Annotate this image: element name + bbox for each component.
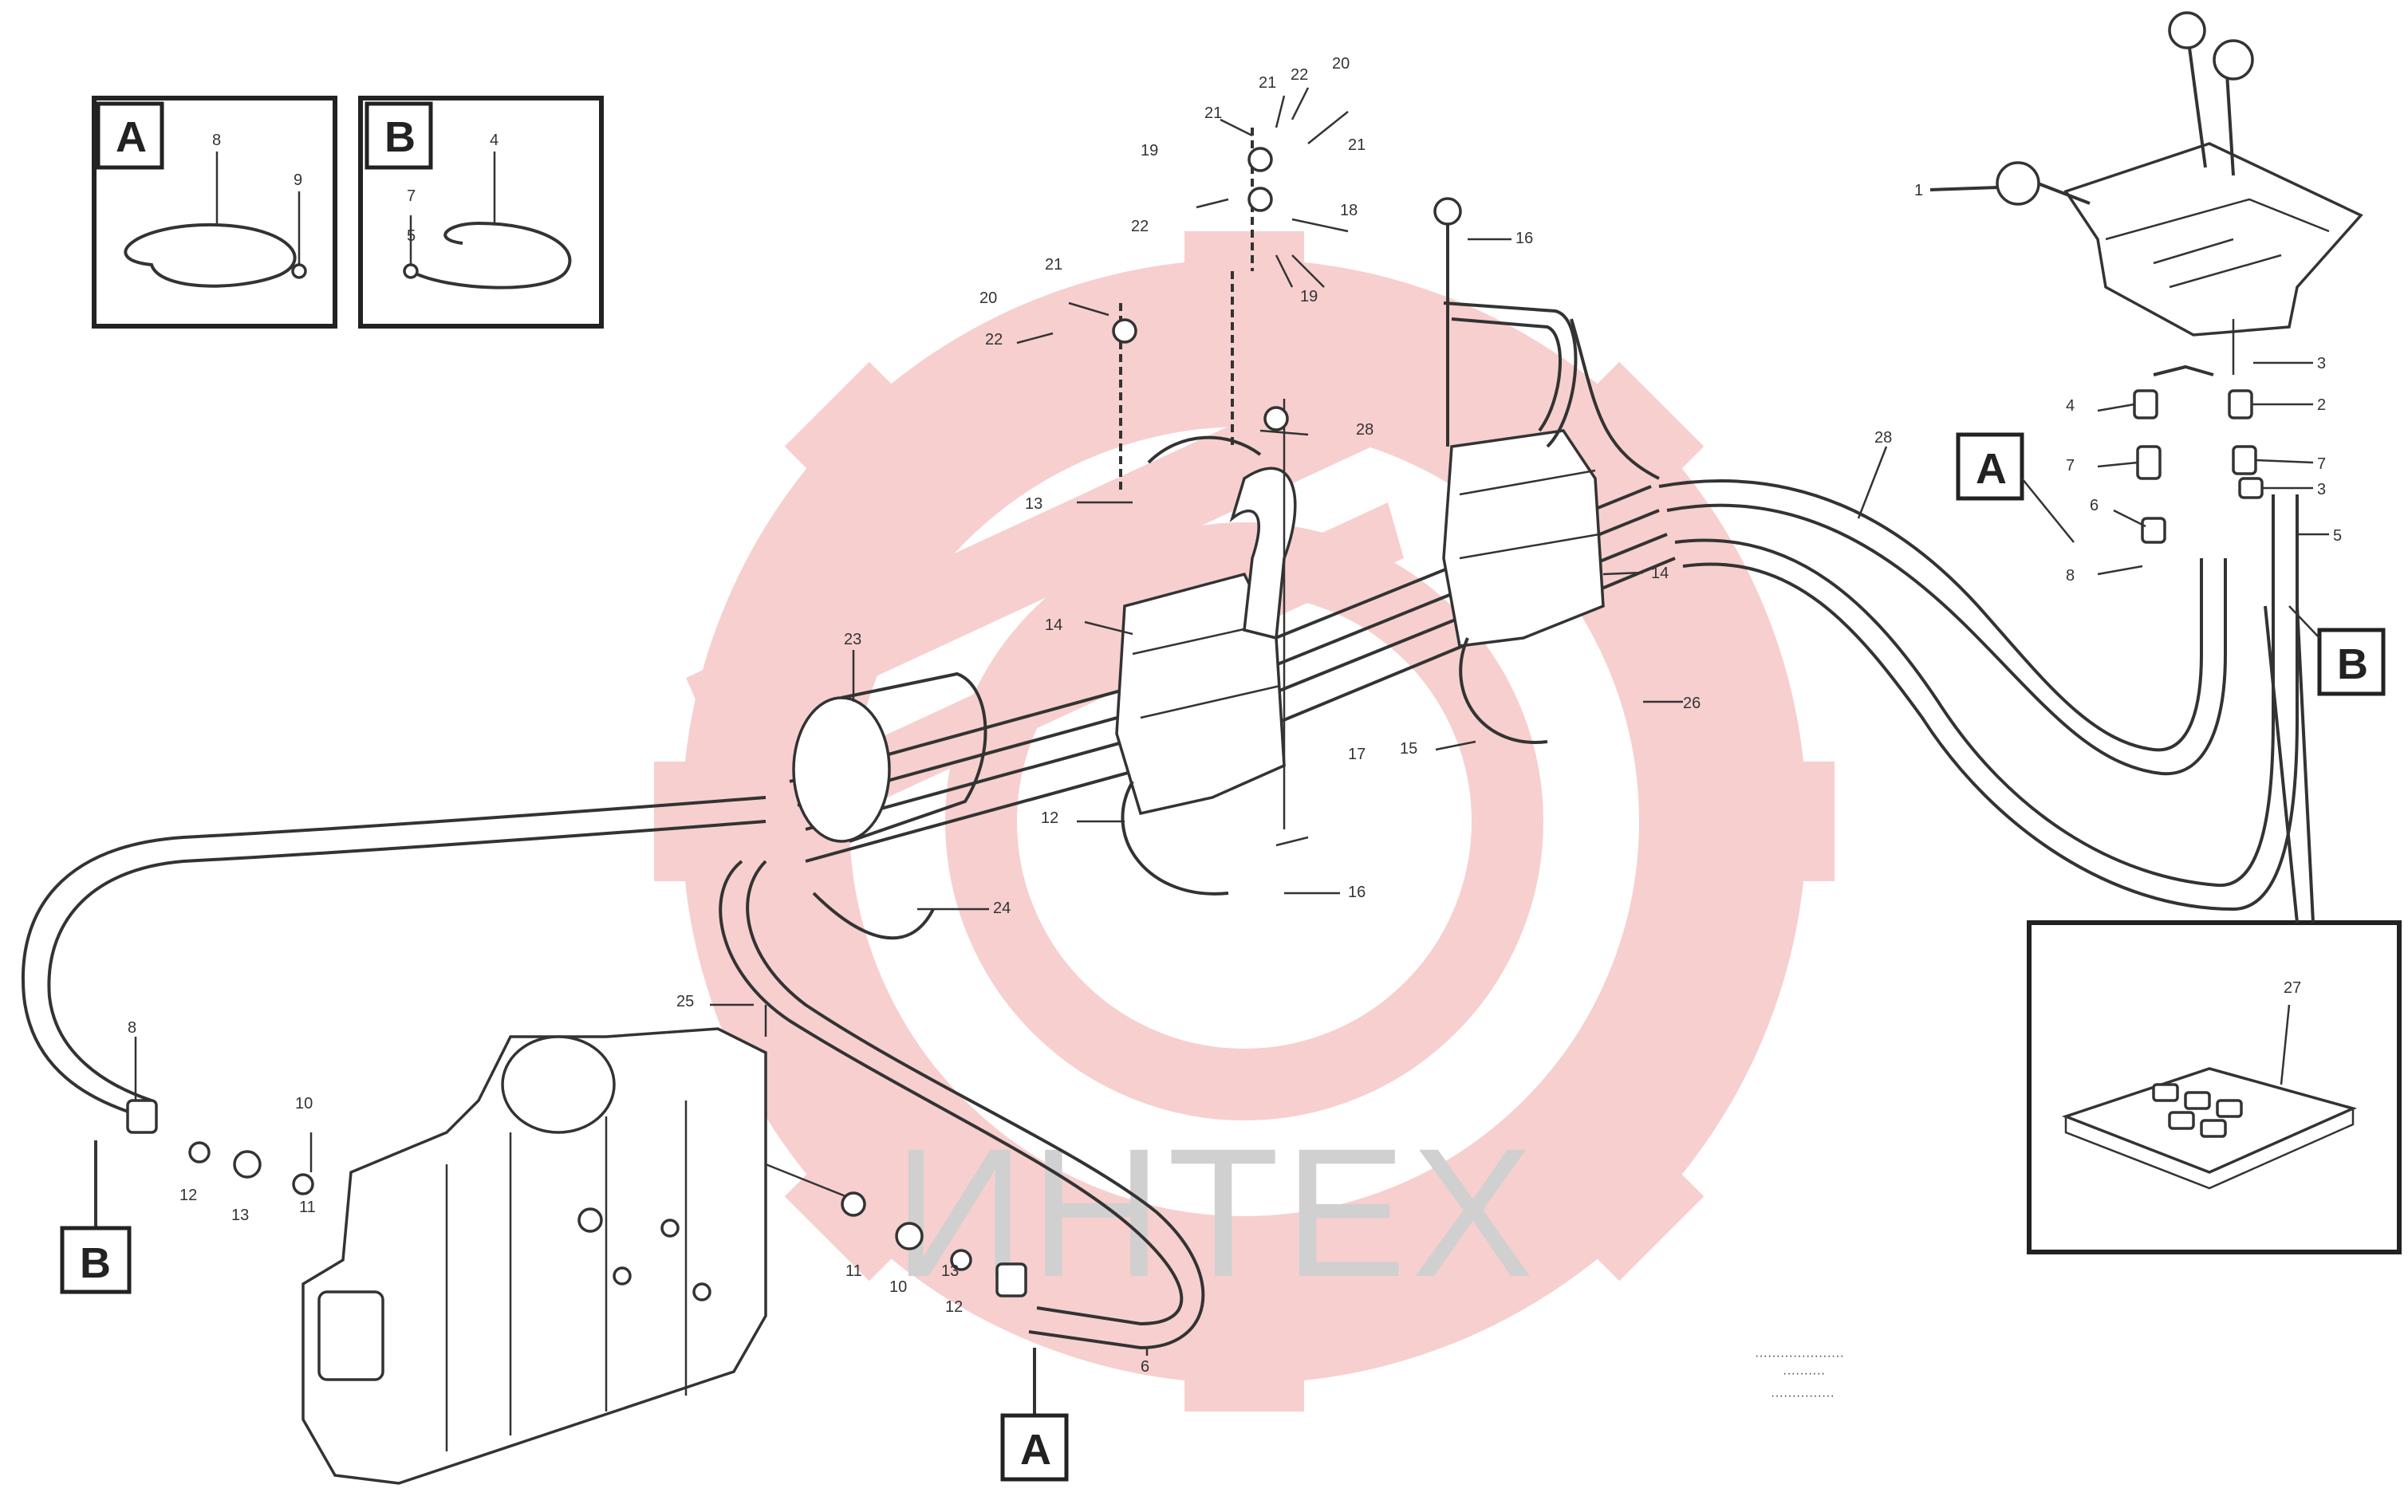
fittings-right <box>841 1191 1027 1297</box>
part-label: 14 <box>1045 616 1062 634</box>
part-label: 28 <box>1874 429 1892 447</box>
inset-a: A 8 9 <box>92 96 337 329</box>
fittings-left <box>126 1099 314 1195</box>
part-label: 21 <box>1204 104 1222 122</box>
part-label: 19 <box>1300 288 1318 305</box>
inset-a-label-8: 8 <box>212 132 221 149</box>
part-label: 3 <box>2317 481 2326 498</box>
part-label: 5 <box>2333 527 2342 545</box>
part-label: 12 <box>1041 809 1058 827</box>
part-label: 21 <box>1259 74 1276 92</box>
part-label: 28 <box>1356 421 1373 439</box>
part-label: 21 <box>1348 136 1366 154</box>
clamp-right <box>1442 429 1605 744</box>
part-label: 20 <box>1332 55 1350 73</box>
part-labels: 23 20 21 22 19 21 22 21 22 20 21 18 19 1… <box>128 55 2342 1376</box>
part-label: 12 <box>945 1298 963 1316</box>
part-label: 21 <box>1045 256 1062 274</box>
part-label: 1 <box>1914 182 1923 199</box>
part-label: 18 <box>1340 202 1358 219</box>
control-valve <box>301 1005 846 1485</box>
part-label: 8 <box>2066 567 2075 585</box>
part-label: 13 <box>231 1207 249 1224</box>
hose-guard <box>792 671 987 843</box>
svg-text:B: B <box>80 1239 111 1287</box>
inset-b-label-4: 4 <box>490 132 499 149</box>
part-label: 3 <box>2317 355 2326 372</box>
part-label: 15 <box>1400 740 1417 758</box>
svg-text:A: A <box>1020 1426 1051 1474</box>
part-label: 2 <box>2317 396 2326 414</box>
svg-text:··········: ·········· <box>1783 1367 1825 1380</box>
pilot-line-stack <box>1112 128 1462 829</box>
part-label: 13 <box>941 1262 959 1280</box>
drawing-code: ····················· ·········· ·······… <box>1755 1349 1844 1403</box>
bracket-right <box>1443 301 1660 480</box>
callout-tag-a-bottom: A <box>1000 1348 1069 1482</box>
part-label: 6 <box>2090 497 2099 514</box>
callout-tag-a-right: A <box>1956 432 2075 543</box>
part-label: 20 <box>979 289 997 307</box>
part-label: 7 <box>2066 457 2075 474</box>
part-label: 22 <box>985 331 1003 348</box>
part-label: 4 <box>2066 397 2075 415</box>
watermark-text: ИНТЕХ <box>893 1110 1539 1315</box>
part-label: 13 <box>1025 495 1042 513</box>
part-label: 22 <box>1291 66 1308 84</box>
part-label: 16 <box>1348 884 1366 901</box>
part-label: 11 <box>845 1262 862 1280</box>
part-label: 24 <box>993 900 1011 917</box>
part-label: 8 <box>128 1019 136 1037</box>
part-label: 19 <box>1141 142 1158 159</box>
part-label: 10 <box>295 1095 313 1112</box>
inset-b: B 4 7 5 <box>358 96 604 329</box>
inset-a-label-9: 9 <box>294 171 302 189</box>
inset-b-label-5: 5 <box>407 227 416 245</box>
part-label: 6 <box>1141 1358 1149 1376</box>
leader-lines <box>134 87 2329 1356</box>
pad-label-27: 27 <box>2284 979 2301 997</box>
part-label: 16 <box>1515 230 1533 247</box>
part-label: 7 <box>2317 455 2326 473</box>
hose-left-loop <box>22 796 767 1118</box>
svg-text:·····················: ····················· <box>1755 1349 1844 1363</box>
svg-text:B: B <box>2337 640 2368 688</box>
part-label: 17 <box>1348 746 1366 763</box>
part-label: 11 <box>299 1199 316 1216</box>
part-label: 22 <box>1131 218 1149 235</box>
inset-b-label-7: 7 <box>407 187 416 205</box>
callout-tag-b-left: B <box>60 1140 132 1294</box>
part-label: 23 <box>844 631 861 648</box>
part-label: 26 <box>1683 695 1701 712</box>
part-label: 25 <box>676 993 694 1010</box>
part-label: 12 <box>179 1187 197 1204</box>
svg-text:···············: ··············· <box>1771 1389 1835 1403</box>
svg-text:A: A <box>1976 445 2007 493</box>
inset-control-pad: 27 <box>2027 605 2402 1254</box>
inset-a-letter: A <box>116 113 147 161</box>
inset-b-letter: B <box>384 113 416 161</box>
callout-tag-b-right: B <box>2288 605 2386 696</box>
part-label: 14 <box>1651 565 1669 582</box>
part-label: 10 <box>889 1278 907 1296</box>
